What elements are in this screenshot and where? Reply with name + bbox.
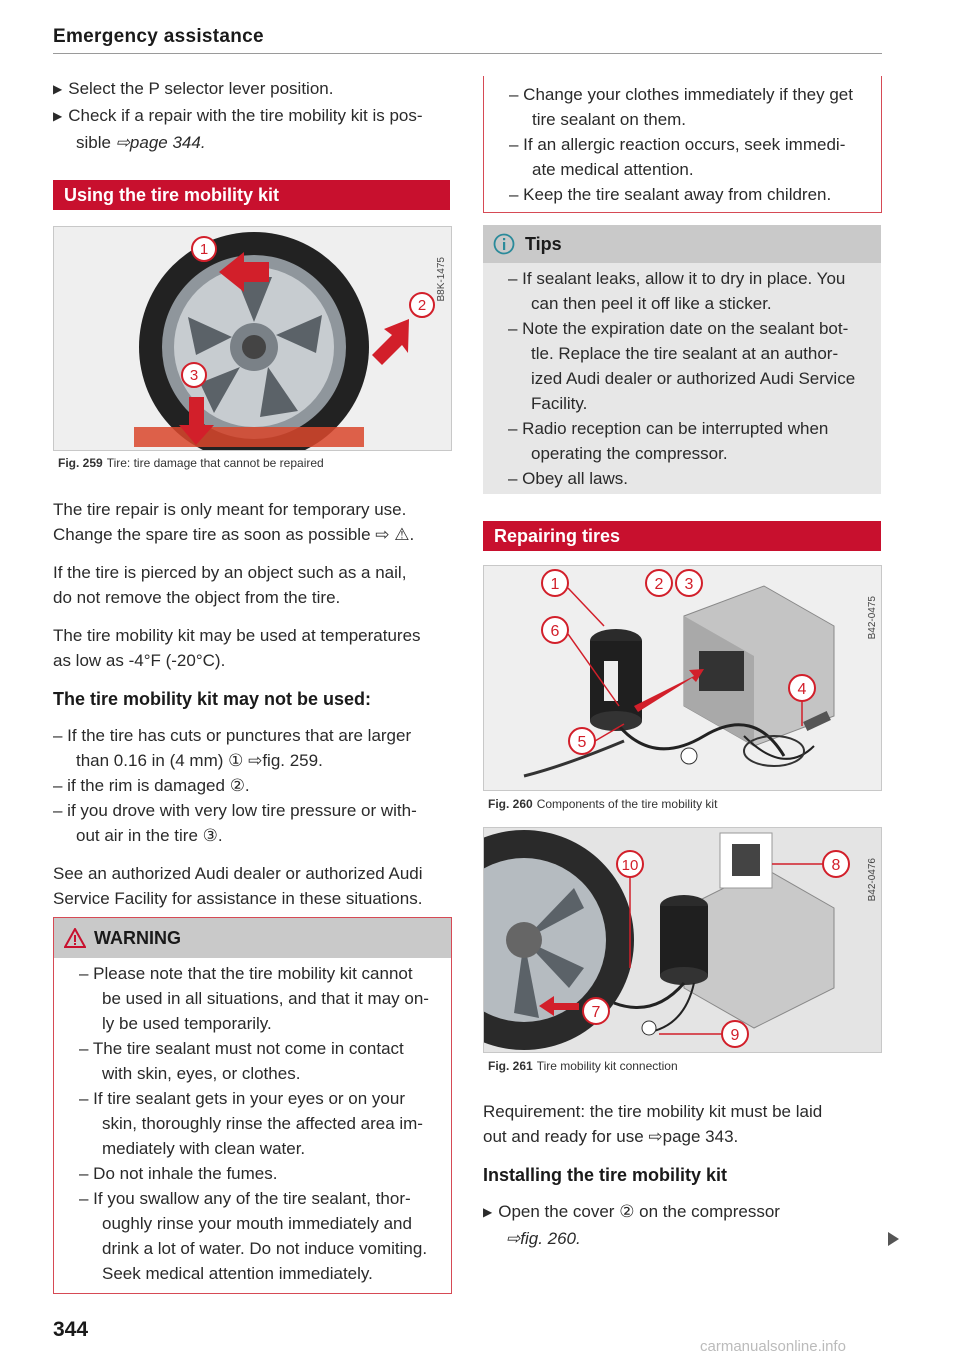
list-item: – if the rim is damaged ②.: [53, 776, 250, 795]
warning-line: – If you swallow any of the tire sealant…: [79, 1189, 411, 1208]
svg-text:1: 1: [551, 576, 560, 593]
tip-line: – If sealant leaks, allow it to dry in p…: [508, 269, 846, 288]
svg-text:1: 1: [200, 241, 208, 258]
warning-line: – Change your clothes immediately if the…: [509, 85, 853, 104]
section-heading-repairing-tires: Repairing tires: [483, 521, 881, 551]
warning-line: with skin, eyes, or clothes.: [102, 1064, 301, 1083]
warning-box-continued: – Change your clothes immediately if the…: [483, 76, 882, 213]
left-body-text: The tire repair is only meant for tempor…: [53, 497, 453, 911]
intro-steps: ▶Select the P selector lever position. ▶…: [53, 76, 453, 155]
step-item-cont: sible ⇨page 344.: [76, 133, 206, 152]
list-item: – If the tire has cuts or punctures that…: [53, 726, 412, 745]
right-body-text: Requirement: the tire mobility kit must …: [483, 1099, 883, 1251]
warning-line: be used in all situations, and that it m…: [102, 989, 429, 1008]
tips-header: Tips: [483, 225, 881, 263]
svg-text:2: 2: [418, 297, 426, 314]
tip-line: – Note the expiration date on the sealan…: [508, 319, 849, 338]
warning-line: – If an allergic reaction occurs, seek i…: [509, 135, 846, 154]
not-used-heading: The tire mobility kit may not be used:: [53, 689, 372, 709]
figure-261: 10 8 7 9 B42-0476: [414, 827, 882, 1053]
list-item-cont: than 0.16 in (4 mm) ① ⇨fig. 259.: [76, 751, 323, 770]
list-item: – if you drove with very low tire pressu…: [53, 801, 417, 820]
tip-line: Facility.: [531, 394, 588, 413]
tips-title: Tips: [525, 234, 562, 254]
tip-line: operating the compressor.: [531, 444, 728, 463]
tip-line: – Obey all laws.: [508, 469, 628, 488]
tips-lines: – If sealant leaks, allow it to dry in p…: [508, 266, 878, 491]
step-item: ▶Open the cover ② on the compressor: [483, 1202, 780, 1221]
warning-line: Seek medical attention immediately.: [102, 1264, 373, 1283]
section-heading-using-kit: Using the tire mobility kit: [53, 180, 450, 210]
page-ref-link[interactable]: ⇨page 344.: [115, 133, 206, 152]
warning-lines: – Please note that the tire mobility kit…: [79, 961, 449, 1286]
list-item-cont: out air in the tire ③.: [76, 826, 223, 845]
section-title: Emergency assistance: [53, 26, 264, 47]
warning-line: tire sealant on them.: [532, 110, 687, 129]
warning-line: skin, thoroughly rinse the affected area…: [102, 1114, 423, 1133]
warning-line: drink a lot of water. Do not induce vomi…: [102, 1239, 428, 1258]
warning-line: oughly rinse your mouth immediately and: [102, 1214, 412, 1233]
mobility-kit-components-illustration: 1 2 3 6 4 5: [484, 566, 881, 790]
tip-line: – Radio reception can be interrupted whe…: [508, 419, 829, 438]
figure-260: 1 2 3 6 4 5 B42-0475: [483, 565, 882, 791]
svg-text:4: 4: [798, 681, 807, 698]
svg-text:2: 2: [655, 576, 664, 593]
figure-id: B42-0476: [867, 858, 878, 902]
header-divider: [53, 53, 882, 54]
warning-line: – If tire sealant gets in your eyes or o…: [79, 1089, 406, 1108]
warning-title: WARNING: [94, 928, 181, 948]
figure-id: B42-0475: [867, 596, 878, 640]
figure-id: B8K-1475: [436, 257, 447, 302]
warning-box: WARNING – Please note that the tire mobi…: [53, 917, 452, 1294]
watermark: carmanualsonline.info: [700, 1338, 846, 1355]
warning-line: – Please note that the tire mobility kit…: [79, 964, 413, 983]
svg-text:3: 3: [685, 576, 694, 593]
paragraph-line: The tire repair is only meant for tempor…: [53, 500, 407, 519]
svg-text:8: 8: [832, 857, 841, 874]
install-heading: Installing the tire mobility kit: [483, 1165, 728, 1185]
warning-line: ly be used temporarily.: [102, 1014, 272, 1033]
paragraph-line: do not remove the object from the tire.: [53, 588, 341, 607]
warning-line: mediately with clean water.: [102, 1139, 306, 1158]
mobility-kit-connection-illustration: 10 8 7 9: [414, 828, 881, 1052]
figure-259: 1 2 3 B8K-1475: [53, 226, 452, 462]
warning-line: – The tire sealant must not come in cont…: [79, 1039, 404, 1058]
svg-text:6: 6: [551, 623, 560, 640]
warning-line: – Keep the tire sealant away from childr…: [509, 185, 832, 204]
step-item: ▶Check if a repair with the tire mobilit…: [53, 106, 423, 125]
paragraph-line: as low as -4°F (-20°C).: [53, 651, 226, 670]
tip-line: ized Audi dealer or authorized Audi Serv…: [531, 369, 856, 388]
warning-line: ate medical attention.: [532, 160, 694, 179]
page-number: 344: [53, 1318, 89, 1341]
warning-triangle-icon: [64, 928, 86, 948]
figure-ref-link[interactable]: ⇨fig. 260.: [506, 1229, 581, 1248]
svg-text:9: 9: [731, 1027, 740, 1044]
paragraph-line: See an authorized Audi dealer or authori…: [53, 864, 423, 883]
warning-header: WARNING: [54, 918, 451, 958]
svg-text:5: 5: [578, 734, 587, 751]
paragraph-line: Requirement: the tire mobility kit must …: [483, 1102, 823, 1121]
tip-line: tle. Replace the tire sealant at an auth…: [531, 344, 839, 363]
step-item: ▶Select the P selector lever position.: [53, 79, 334, 98]
tire-damage-illustration: 1 2 3: [54, 227, 451, 462]
svg-text:7: 7: [592, 1004, 601, 1021]
paragraph-line: Service Facility for assistance in these…: [53, 889, 423, 908]
paragraph-line: Change the spare tire as soon as possibl…: [53, 525, 415, 544]
svg-text:10: 10: [622, 857, 639, 874]
continue-arrow-icon: [888, 1232, 899, 1246]
paragraph-line: If the tire is pierced by an object such…: [53, 563, 407, 582]
tips-box: Tips – If sealant leaks, allow it to dry…: [483, 225, 881, 494]
tip-line: can then peel it off like a sticker.: [531, 294, 772, 313]
warning-cont-lines: – Change your clothes immediately if the…: [509, 82, 879, 207]
paragraph-line: out and ready for use ⇨page 343.: [483, 1127, 739, 1146]
svg-text:3: 3: [190, 367, 198, 384]
paragraph-line: The tire mobility kit may be used at tem…: [53, 626, 421, 645]
warning-line: – Do not inhale the fumes.: [79, 1164, 278, 1183]
info-icon: [493, 233, 515, 255]
